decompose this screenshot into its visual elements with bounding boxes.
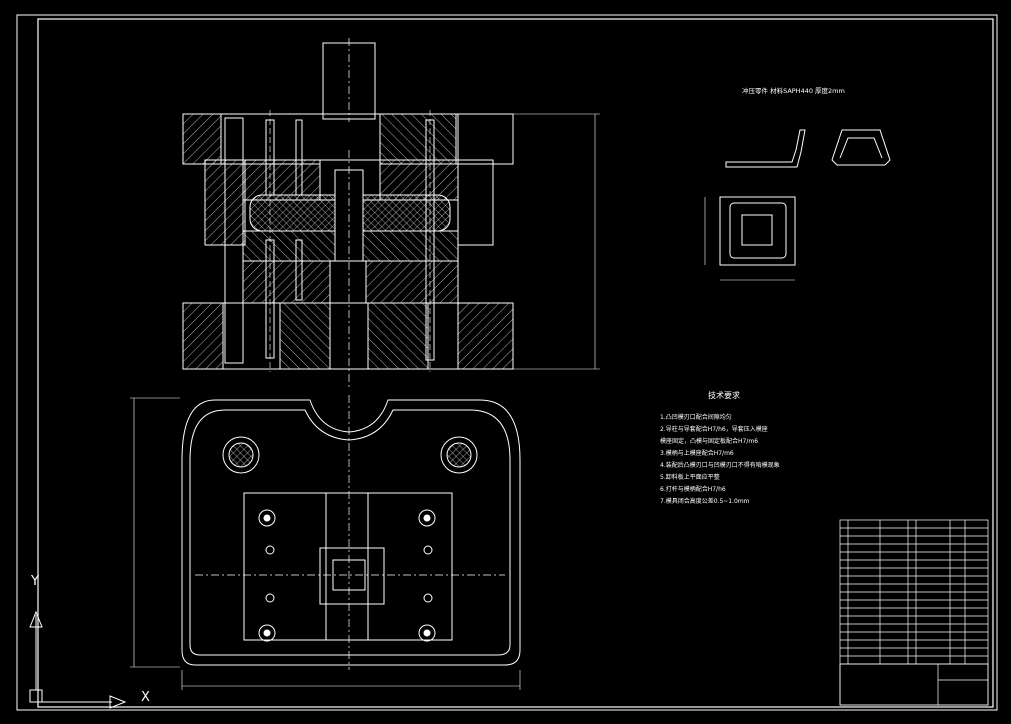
die-plan-view — [130, 395, 521, 690]
drawing-frame — [16, 14, 998, 711]
die-front-section-view — [182, 38, 600, 390]
tech-requirement-item: 2.导柱与导套配合H7/h6，导套压入模座 — [660, 426, 768, 433]
ucs-x-label: X — [141, 690, 150, 705]
tech-requirement-item: 4.装配后凸模刃口与凹模刃口不得有啃模现象 — [660, 462, 780, 469]
tech-requirement-item: 7.模具闭合高度公差0.5~1.0mm — [660, 498, 750, 505]
bom-title-block — [839, 519, 989, 706]
tech-requirement-item: 5.卸料板上平面应平整 — [660, 474, 720, 481]
part-title: 冲压零件 材料SAPH440 厚度2mm — [742, 87, 845, 95]
ucs-y-label: Y — [31, 574, 39, 589]
tech-requirement-item: 模座固定，凸模与固定板配合H7/m6 — [660, 438, 759, 445]
tech-requirement-item: 1.凸凹模刃口配合间隙均匀 — [660, 414, 732, 421]
tech-requirements-title: 技术要求 — [708, 391, 740, 400]
ucs-icon — [29, 610, 127, 709]
tech-requirement-item: 3.模柄与上模座配合H7/m6 — [660, 450, 734, 457]
part-views — [704, 129, 891, 281]
tech-requirement-item: 6.打杆与模柄配合H7/h6 — [660, 486, 726, 493]
